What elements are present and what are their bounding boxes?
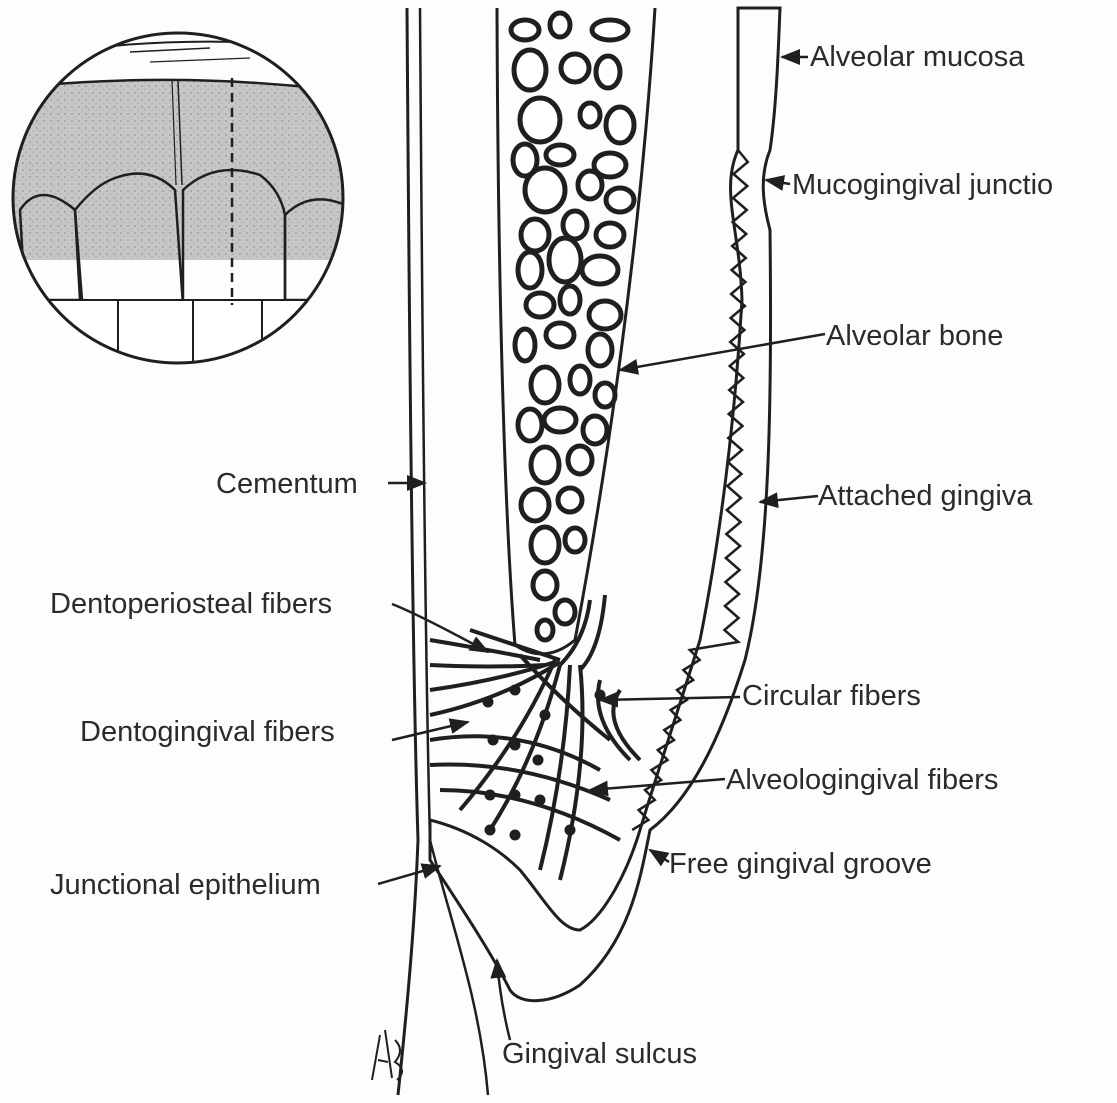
artist-signature: [372, 1030, 402, 1080]
marrow-space: [511, 20, 539, 40]
marrow-space: [592, 20, 628, 40]
marrow-space: [531, 527, 559, 563]
marrow-space: [555, 600, 575, 624]
marrow-space: [537, 620, 553, 640]
label-circular-fibers: Circular fibers: [742, 680, 921, 712]
marrow-space: [595, 383, 615, 407]
marrow-space: [521, 489, 549, 521]
marrow-space: [565, 528, 585, 552]
marrow-space: [518, 252, 542, 288]
fiber-cross-section: [510, 790, 521, 801]
marrow-space: [563, 211, 587, 239]
fiber-bundle: [540, 665, 570, 870]
marrow-space: [546, 145, 574, 165]
marrow-space: [558, 488, 582, 512]
label-gingival-sulcus: Gingival sulcus: [502, 1038, 697, 1070]
tooth-root-outline: [398, 8, 488, 1095]
marrow-space: [544, 408, 576, 432]
label-alveologingival-fibers: Alveologingival fibers: [726, 764, 998, 796]
label-attached-gingiva: Attached gingiva: [818, 480, 1033, 512]
marrow-space: [596, 56, 620, 88]
alveolar-bone: [497, 8, 655, 654]
marrow-space: [515, 329, 535, 361]
label-junctional-epithelium: Junctional epithelium: [50, 869, 321, 901]
marrow-space: [514, 50, 546, 90]
label-dentoperiosteal-fibers: Dentoperiosteal fibers: [50, 588, 332, 620]
fiber-cross-section: [535, 795, 546, 806]
marrow-space: [518, 409, 542, 441]
marrow-space: [560, 286, 580, 314]
marrow-space: [549, 238, 581, 282]
label-cementum: Cementum: [216, 468, 358, 500]
marrow-space: [533, 571, 557, 599]
label-free-gingival-groove: Free gingival groove: [669, 848, 932, 880]
marrow-space: [526, 293, 554, 317]
marrow-space: [546, 323, 574, 347]
marrow-space: [583, 416, 607, 444]
label-mucogingival-junction: Mucogingival junctio: [792, 169, 1053, 201]
label-alveolar-bone: Alveolar bone: [826, 320, 1003, 352]
marrow-space: [580, 103, 600, 127]
marrow-space: [582, 256, 618, 284]
fiber-cross-section: [565, 825, 576, 836]
marrow-space: [588, 334, 612, 366]
marrow-space: [606, 188, 634, 212]
marrow-space: [525, 168, 565, 212]
inset-teeth-illustration: [10, 30, 350, 370]
fiber-cross-section: [485, 825, 496, 836]
marrow-space: [561, 54, 589, 82]
fiber-cross-section: [533, 755, 544, 766]
fiber-cross-section: [483, 697, 494, 708]
fiber-cross-section: [540, 710, 551, 721]
fiber-cross-section: [485, 790, 496, 801]
marrow-space: [596, 223, 624, 247]
marrow-space: [606, 107, 634, 143]
marrow-space: [531, 447, 559, 483]
fiber-cross-section: [488, 735, 499, 746]
marrow-space: [589, 301, 621, 329]
marrow-space: [550, 13, 570, 37]
fiber-cross-section: [510, 685, 521, 696]
marrow-space: [570, 366, 590, 394]
marrow-space: [578, 171, 602, 199]
marrow-space: [520, 98, 560, 142]
marrow-space: [531, 367, 559, 403]
label-dentogingival-fibers: Dentogingival fibers: [80, 716, 335, 748]
label-alveolar-mucosa: Alveolar mucosa: [810, 41, 1025, 73]
fiber-cross-section: [510, 740, 521, 751]
fiber-cross-section: [510, 830, 521, 841]
marrow-space: [568, 446, 592, 474]
marrow-space: [521, 219, 549, 251]
